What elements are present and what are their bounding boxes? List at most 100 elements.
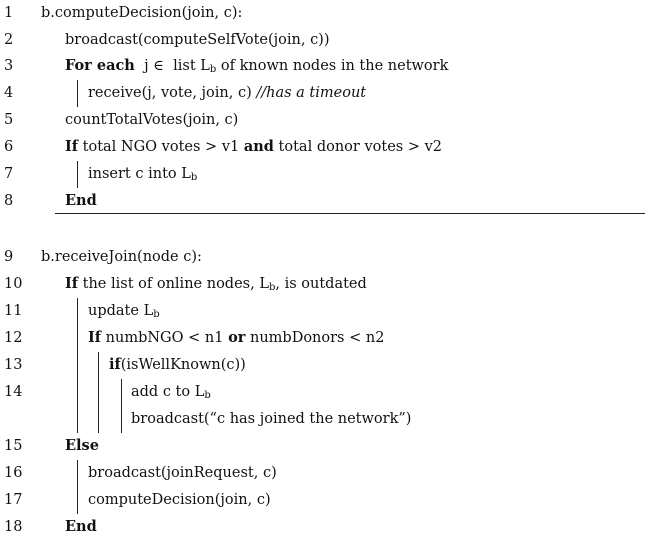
code-line: 4 receive(j, vote, join, c) //has a time… <box>0 83 649 103</box>
code-line: 10 If the list of online nodes, Lb, is o… <box>0 274 649 294</box>
code-line: 3 For each j ∈ list Lb of known nodes in… <box>0 56 649 76</box>
code-text: add c to Lb <box>131 382 211 406</box>
keyword: If <box>65 275 79 292</box>
code-line: 15 Else <box>0 436 649 456</box>
keyword: and <box>243 138 274 155</box>
subscript: b <box>268 282 276 293</box>
code-line: 6 If total NGO votes > v1 and total dono… <box>0 137 649 157</box>
code-text: If the list of online nodes, Lb, is outd… <box>65 274 367 298</box>
line-number: 2 <box>4 32 14 48</box>
code-line: broadcast(“c has joined the network”) <box>0 409 649 429</box>
code-line: 18 End <box>0 517 649 537</box>
code-fragment: j ∈ list L <box>134 58 210 74</box>
line-number: 7 <box>4 166 14 182</box>
code-text: broadcast(“c has joined the network”) <box>131 409 411 429</box>
keyword: or <box>228 329 246 346</box>
line-number: 16 <box>4 465 23 481</box>
code-fragment: total NGO votes > v1 <box>78 139 244 155</box>
code-text: b.computeDecision(join, c): <box>41 3 242 23</box>
code-fragment: update L <box>88 303 154 319</box>
block-bar <box>77 161 78 188</box>
line-number: 1 <box>4 5 14 21</box>
subscript: b <box>190 172 198 183</box>
keyword: For each <box>65 57 135 74</box>
line-number: 17 <box>4 492 23 508</box>
code-fragment: the list of online nodes, L <box>78 276 269 292</box>
keyword: If <box>88 329 102 346</box>
keyword: End <box>65 192 97 209</box>
code-line: 11 update Lb <box>0 301 649 321</box>
keyword: if <box>109 356 121 373</box>
block-bar <box>77 460 78 514</box>
code-fragment: insert c into L <box>88 166 191 182</box>
code-text: broadcast(computeSelfVote(join, c)) <box>65 30 330 50</box>
line-number: 12 <box>4 330 23 346</box>
code-line: 9 b.receiveJoin(node c): <box>0 247 649 267</box>
line-number: 11 <box>4 303 23 319</box>
code-text: End <box>65 517 97 537</box>
code-fragment: of known nodes in the network <box>216 58 449 74</box>
subscript: b <box>209 64 217 75</box>
code-line: 12 If numbNGO < n1 or numbDonors < n2 <box>0 328 649 348</box>
code-fragment: , is outdated <box>275 276 367 292</box>
line-number: 4 <box>4 85 14 101</box>
code-fragment: (isWellKnown(c)) <box>120 357 246 373</box>
line-number: 14 <box>4 384 23 400</box>
code-line: 8 End <box>0 191 649 211</box>
code-text: End <box>65 191 97 211</box>
code-fragment: numbDonors < n2 <box>245 330 385 346</box>
block-bar <box>98 352 99 433</box>
code-line: 14 add c to Lb <box>0 382 649 402</box>
code-fragment: total donor votes > v2 <box>273 139 442 155</box>
code-line: 7 insert c into Lb <box>0 164 649 184</box>
keyword: End <box>65 518 97 535</box>
block-bar <box>121 379 122 433</box>
code-text: Else <box>65 436 99 456</box>
code-fragment: broadcast(“c has joined the network”) <box>131 411 412 427</box>
code-fragment: broadcast(computeSelfVote(join, c)) <box>65 32 330 48</box>
code-text: if(isWellKnown(c)) <box>109 355 246 375</box>
code-line: 5 countTotalVotes(join, c) <box>0 110 649 130</box>
line-number: 13 <box>4 357 23 373</box>
section-divider <box>55 213 645 214</box>
code-text: computeDecision(join, c) <box>88 490 271 510</box>
code-text: receive(j, vote, join, c) //has a timeou… <box>88 83 366 103</box>
code-fragment: b.receiveJoin(node c): <box>41 249 202 265</box>
comment: //has a timeout <box>256 85 367 101</box>
line-number: 9 <box>4 249 14 265</box>
line-number: 3 <box>4 58 14 74</box>
code-line: 13 if(isWellKnown(c)) <box>0 355 649 375</box>
code-fragment: add c to L <box>131 384 205 400</box>
subscript: b <box>153 309 160 320</box>
block-bar <box>77 80 78 107</box>
keyword: If <box>65 138 79 155</box>
line-number: 5 <box>4 112 14 128</box>
code-fragment: b.computeDecision(join, c): <box>41 5 243 21</box>
code-text: countTotalVotes(join, c) <box>65 110 238 130</box>
code-fragment: broadcast(joinRequest, c) <box>88 465 277 481</box>
code-line: 17 computeDecision(join, c) <box>0 490 649 510</box>
code-text: If numbNGO < n1 or numbDonors < n2 <box>88 328 384 348</box>
code-line: 16 broadcast(joinRequest, c) <box>0 463 649 483</box>
code-line: 1 b.computeDecision(join, c): <box>0 3 649 23</box>
line-number: 8 <box>4 193 14 209</box>
code-fragment: receive(j, vote, join, c) <box>88 85 257 101</box>
line-number: 6 <box>4 139 14 155</box>
code-fragment: computeDecision(join, c) <box>88 492 271 508</box>
code-text: b.receiveJoin(node c): <box>41 247 202 267</box>
subscript: b <box>204 390 211 401</box>
keyword: Else <box>65 437 99 454</box>
code-line: 2 broadcast(computeSelfVote(join, c)) <box>0 30 649 50</box>
code-fragment: countTotalVotes(join, c) <box>65 112 239 128</box>
code-text: update Lb <box>88 301 160 325</box>
code-fragment: numbNGO < n1 <box>101 330 229 346</box>
code-text: If total NGO votes > v1 and total donor … <box>65 137 442 157</box>
block-bar <box>77 298 78 433</box>
line-number: 18 <box>4 519 23 535</box>
code-text: broadcast(joinRequest, c) <box>88 463 277 483</box>
line-number: 10 <box>4 276 23 292</box>
code-text: insert c into Lb <box>88 164 197 188</box>
code-text: For each j ∈ list Lb of known nodes in t… <box>65 56 448 80</box>
line-number: 15 <box>4 438 23 454</box>
